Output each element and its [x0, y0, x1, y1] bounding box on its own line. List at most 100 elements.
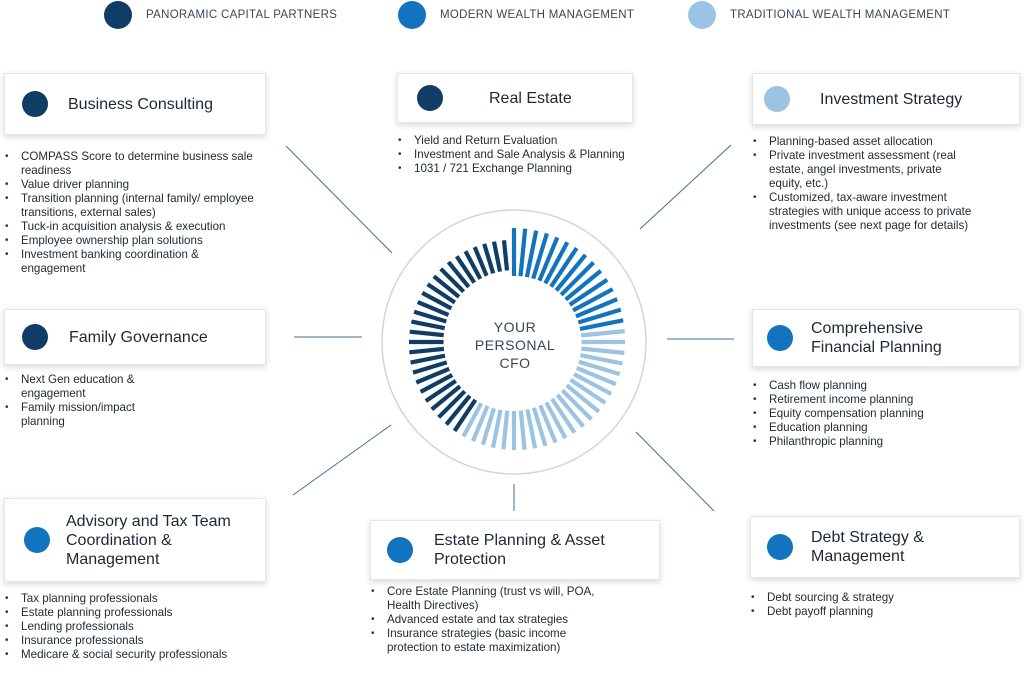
bullets-investment-strategy: Planning-based asset allocation Private …: [752, 135, 977, 233]
card-comprehensive-planning: Comprehensive Financial Planning: [752, 309, 1020, 367]
card-dot-business-consulting: [22, 91, 48, 117]
bullet-item: Investment and Sale Analysis & Planning: [397, 148, 633, 162]
spiral-tick: [531, 232, 549, 280]
connector-debt-strategy: [635, 431, 715, 512]
spiral-tick: [559, 261, 595, 297]
card-dot-debt-strategy: [767, 534, 793, 560]
spiral-tick: [537, 236, 560, 282]
legend-label-panoramic: PANORAMIC CAPITAL PARTNERS: [146, 9, 338, 21]
bullet-item: Insurance professionals: [4, 634, 266, 648]
card-title-business-consulting: Business Consulting: [68, 95, 213, 113]
bullets-comprehensive-planning: Cash flow planning Retirement income pla…: [752, 379, 1012, 449]
bullet-item: Lending professionals: [4, 620, 266, 634]
spiral-tick: [518, 228, 528, 277]
bullet-item: Next Gen education & engagement: [4, 373, 164, 401]
card-title-investment-strategy: Investment Strategy: [820, 90, 963, 108]
center-label: YOUR PERSONAL CFO: [450, 318, 580, 372]
spiral-tick: [409, 346, 445, 355]
bullets-real-estate: Yield and Return Evaluation Investment a…: [397, 134, 633, 176]
spiral-tick: [568, 277, 609, 307]
spiral-tick: [501, 240, 510, 271]
spiral-tick: [430, 384, 462, 412]
bullet-item: Insurance strategies (basic income prote…: [370, 627, 620, 655]
bullets-business-consulting: COMPASS Score to determine business sale…: [4, 150, 266, 276]
spiral-tick: [472, 246, 489, 277]
spiral-tick: [454, 255, 477, 284]
bullet-item: Family mission/impact planning: [4, 401, 164, 429]
bullet-item: Education planning: [752, 421, 1012, 435]
spiral-tick: [412, 360, 448, 375]
spiral-tick: [565, 383, 601, 414]
card-advisory-tax: Advisory and Tax Team Coordination & Man…: [4, 498, 266, 582]
bullet-item: Debt sourcing & strategy: [750, 591, 1010, 605]
spiral-tick: [461, 402, 484, 438]
card-estate-planning: Estate Planning & Asset Protection: [370, 520, 660, 580]
spiral-tick: [580, 329, 625, 338]
bullet-item: Advanced estate and tax strategies: [370, 613, 620, 627]
spiral-tick: [415, 366, 451, 385]
bullet-item: Customized, tax-aware investment strateg…: [752, 191, 977, 233]
spiral-tick: [569, 378, 607, 405]
card-dot-comprehensive-planning: [767, 325, 793, 351]
spiral-tick: [444, 394, 472, 426]
bullet-item: Investment banking coordination & engage…: [4, 248, 266, 276]
bullets-debt-strategy: Debt sourcing & strategy Debt payoff pla…: [750, 591, 1010, 619]
spiral-tick: [463, 250, 483, 280]
spiral-tick: [471, 405, 490, 442]
spiral-tick: [490, 409, 503, 449]
spiral-tick: [518, 410, 527, 450]
bullet-item: COMPASS Score to determine business sale…: [4, 150, 266, 178]
spiral-tick: [416, 300, 450, 317]
legend-dot-panoramic: [104, 1, 132, 29]
spiral-tick: [555, 393, 585, 428]
spiral-tick: [501, 410, 510, 450]
spiral-tick: [446, 260, 471, 289]
connector-advisory-tax: [292, 424, 392, 496]
card-dot-real-estate: [417, 85, 443, 111]
bullet-item: Transition planning (internal family/ em…: [4, 192, 266, 220]
spiral-tick: [575, 297, 619, 319]
spiral-tick: [410, 353, 446, 365]
spiral-tick: [579, 353, 623, 366]
connector-business-consulting: [285, 145, 393, 254]
spiral-tick: [524, 230, 539, 278]
spiral-tick: [525, 409, 538, 449]
spiral-tick: [572, 287, 614, 313]
bullet-item: Value driver planning: [4, 178, 266, 192]
center-label-line-2: PERSONAL: [474, 337, 556, 353]
bullet-item: Employee ownership plan solutions: [4, 234, 266, 248]
spiral-tick: [424, 379, 457, 403]
card-debt-strategy: Debt Strategy & Management: [750, 516, 1020, 578]
legend-label-traditional: TRADITIONAL WEALTH MANAGEMENT: [730, 9, 951, 21]
legend-item-modern: MODERN WEALTH MANAGEMENT: [398, 1, 634, 29]
spiral-tick: [432, 274, 461, 299]
spiral-tick: [543, 241, 570, 285]
spiral-tick: [575, 366, 617, 387]
spiral-tick: [410, 319, 446, 331]
bullet-item: Debt payoff planning: [750, 605, 1010, 619]
card-real-estate: Real Estate: [397, 73, 633, 123]
bullet-item: 1031 / 721 Exchange Planning: [397, 162, 633, 176]
spiral-tick: [437, 389, 467, 419]
card-title-comprehensive-planning: Comprehensive Financial Planning: [811, 320, 942, 356]
spiral-tick: [538, 404, 558, 444]
spiral-tick: [426, 282, 457, 305]
card-family-governance: Family Governance: [4, 309, 266, 365]
spiral-tick: [544, 401, 568, 440]
spiral-tick: [577, 307, 622, 325]
bullet-item: Private investment assessment (real esta…: [752, 149, 977, 191]
legend-label-modern: MODERN WEALTH MANAGEMENT: [440, 9, 635, 21]
bullet-item: Cash flow planning: [752, 379, 1012, 393]
connector-lines: [285, 144, 734, 512]
bullet-item: Core Estate Planning (trust vs will, POA…: [370, 585, 620, 613]
bullets-family-governance: Next Gen education & engagement Family m…: [4, 373, 164, 429]
card-investment-strategy: Investment Strategy: [752, 73, 1020, 125]
bullets-estate-planning: Core Estate Planning (trust vs will, POA…: [370, 585, 620, 655]
legend-item-traditional: TRADITIONAL WEALTH MANAGEMENT: [688, 1, 950, 29]
bullet-item: Retirement income planning: [752, 393, 1012, 407]
card-title-estate-planning: Estate Planning & Asset Protection: [434, 532, 605, 568]
spiral-tick: [579, 318, 624, 331]
spiral-tick: [581, 346, 625, 355]
spiral-tick: [549, 246, 579, 288]
bullet-item: Yield and Return Evaluation: [397, 134, 633, 148]
